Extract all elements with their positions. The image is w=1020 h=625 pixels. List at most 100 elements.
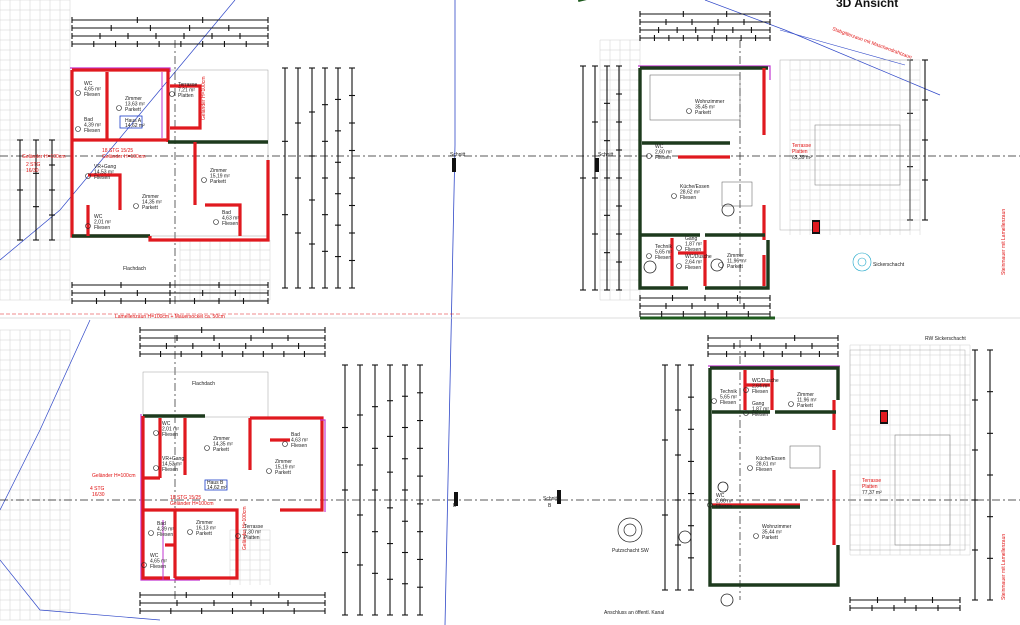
room-floor: Fliesen bbox=[84, 92, 100, 98]
room-floor: Fliesen bbox=[94, 175, 110, 181]
room-size: 14,35 m² bbox=[142, 200, 162, 206]
note-haus-a-area: 14,62 m² bbox=[125, 123, 145, 129]
room-floor: Parkett bbox=[142, 205, 158, 211]
level-marker bbox=[235, 533, 241, 539]
room-size: 35,45 m² bbox=[695, 105, 715, 111]
room-size: 4,63 m² bbox=[222, 216, 239, 222]
room-size: 14,35 m² bbox=[213, 442, 233, 448]
room-floor: Fliesen bbox=[680, 195, 696, 201]
terrasse-area-tr: 63,39 m² bbox=[792, 155, 812, 161]
room-floor: Fliesen bbox=[720, 400, 736, 406]
room-name: Küche/Essen bbox=[680, 184, 710, 190]
room-size: 4,39 m² bbox=[84, 123, 101, 129]
room-name: WC bbox=[162, 421, 171, 427]
terrasse-label-br: Terrasse bbox=[862, 478, 881, 484]
room-floor: Parkett bbox=[695, 110, 711, 116]
room-name: Gang bbox=[752, 401, 764, 407]
level-marker bbox=[743, 387, 749, 393]
level-marker bbox=[788, 401, 794, 407]
room-floor: Fliesen bbox=[716, 504, 732, 510]
room-floor: Parkett bbox=[797, 403, 813, 409]
terrasse-floor-br: Platten bbox=[862, 484, 878, 490]
level-marker bbox=[743, 410, 749, 416]
level-marker bbox=[116, 105, 122, 111]
room-floor: Fliesen bbox=[84, 128, 100, 134]
level-marker bbox=[266, 468, 272, 474]
note-haus-b: Haus B bbox=[207, 480, 224, 486]
room-name: Küche/Essen bbox=[756, 456, 786, 462]
sickerschacht-tr: Sickerschacht bbox=[873, 262, 905, 268]
plan-top-right: Terrasse Platten 63,39 m² Sickerschacht … bbox=[115, 26, 1007, 320]
level-marker bbox=[707, 502, 713, 508]
level-marker bbox=[204, 445, 210, 451]
room-size: 14,53 m² bbox=[162, 462, 182, 468]
room-size: 7,30 m² bbox=[244, 530, 261, 536]
room-size: 16,13 m² bbox=[196, 526, 216, 532]
section-markers: Schnitt Schnitt Schnitt B B bbox=[450, 152, 614, 509]
level-marker bbox=[75, 126, 81, 132]
room-name: WC bbox=[94, 214, 103, 220]
room-size: 4,39 m² bbox=[157, 527, 174, 533]
plan-bottom-left: Geländer H=100cm 4 STG 16/30 18 STG 15/2… bbox=[90, 371, 326, 581]
stair-4stg-b-bl: 16/30 bbox=[92, 492, 105, 498]
room-name: Bad bbox=[157, 521, 166, 527]
level-marker bbox=[646, 253, 652, 259]
sickerschacht-br: RW Sickerschacht bbox=[925, 336, 966, 342]
room-size: 4,65 m² bbox=[84, 87, 101, 93]
level-marker bbox=[646, 153, 652, 159]
level-marker bbox=[711, 398, 717, 404]
room-size: 2,01 m² bbox=[94, 220, 111, 226]
room-name: Zimmer bbox=[727, 253, 744, 259]
stair-18stg-bl: 18 STG 15/25 bbox=[170, 495, 201, 501]
room-size: 28,61 m² bbox=[756, 462, 776, 468]
room-floor: Parkett bbox=[125, 107, 141, 113]
terrasse-area-br: 77,37 m² bbox=[862, 490, 882, 496]
room-size: 5,65 m² bbox=[655, 250, 672, 256]
room-floor: Fliesen bbox=[162, 432, 178, 438]
room-floor: Parkett bbox=[762, 535, 778, 541]
room-name: Zimmer bbox=[797, 392, 814, 398]
room-name: Terrasse bbox=[244, 524, 263, 530]
room-size: 2,64 m² bbox=[752, 384, 769, 390]
room-floor: Fliesen bbox=[655, 155, 671, 161]
room-floor: Fliesen bbox=[655, 255, 671, 261]
level-marker bbox=[676, 245, 682, 251]
room-name: Zimmer bbox=[142, 194, 159, 200]
room-floor: Platten bbox=[178, 93, 194, 99]
room-floor: Parkett bbox=[727, 264, 743, 270]
room-size: 7,21 m² bbox=[178, 88, 195, 94]
room-floor: Fliesen bbox=[756, 467, 772, 473]
room-floor: Fliesen bbox=[222, 221, 238, 227]
stair-railing-bl: Geländer H=100cm bbox=[170, 501, 214, 507]
railing-label-bl: Geländer H=100cm bbox=[92, 473, 136, 479]
kanal-br: Anschluss an öffentl. Kanal bbox=[604, 610, 664, 616]
section-label-left: Schnitt bbox=[450, 152, 466, 158]
note-haus-a: Haus A bbox=[125, 118, 142, 124]
room-floor: Platten bbox=[244, 535, 260, 541]
level-marker bbox=[133, 203, 139, 209]
room-size: 1,87 m² bbox=[752, 407, 769, 413]
room-floor: Parkett bbox=[210, 179, 226, 185]
level-marker bbox=[187, 529, 193, 535]
section-b-marker-left: B bbox=[453, 503, 457, 509]
room-name: Zimmer bbox=[196, 520, 213, 526]
dimension-lines bbox=[17, 11, 993, 616]
terrasse-floor-tr: Platten bbox=[792, 149, 808, 155]
wall-fence-label-br: Steinmauer mit Lamellenzaun bbox=[1001, 534, 1007, 600]
flachdach-tl: Flachdach bbox=[123, 266, 146, 272]
level-marker bbox=[671, 193, 677, 199]
section-b-marker: B bbox=[548, 503, 552, 509]
room-size: 2,64 m² bbox=[685, 260, 702, 266]
room-name: Terrasse bbox=[178, 82, 197, 88]
railing-vertical-bl: Geländer H=100cm bbox=[242, 507, 248, 551]
flachdach-bl: Flachdach bbox=[192, 381, 215, 387]
room-name: WC/Dusche bbox=[685, 254, 712, 260]
room-floor: Fliesen bbox=[94, 225, 110, 231]
level-marker bbox=[75, 90, 81, 96]
stair-2stg-tl: 2 STG bbox=[26, 162, 41, 168]
room-name: Zimmer bbox=[125, 96, 142, 102]
room-floor: Fliesen bbox=[685, 265, 701, 271]
terrain-hatching bbox=[0, 0, 971, 621]
room-name: VR+Gang bbox=[94, 164, 116, 170]
